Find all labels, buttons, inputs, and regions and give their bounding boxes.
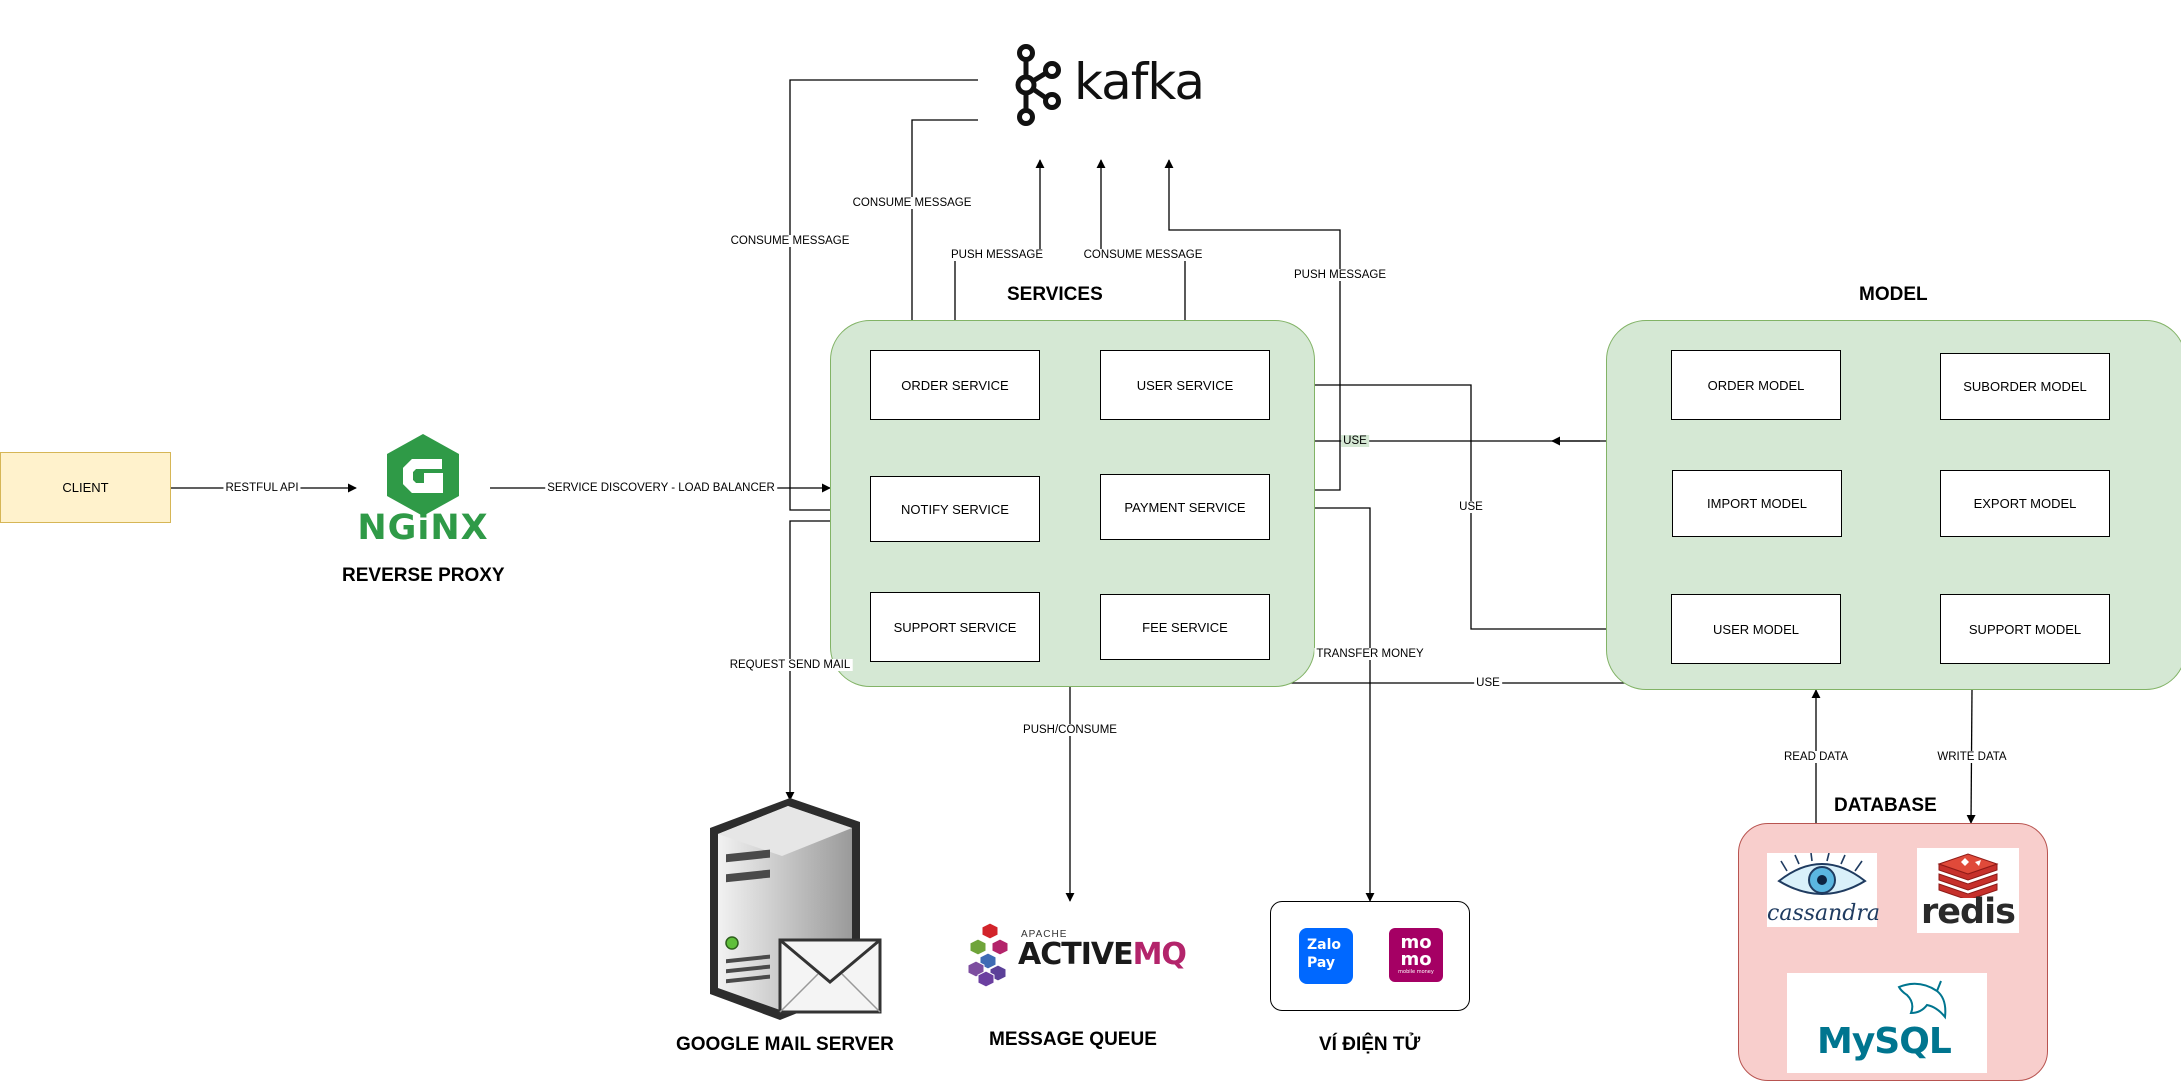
- payment-service-label: PAYMENT SERVICE: [1124, 499, 1246, 515]
- payment-service-box[interactable]: PAYMENT SERVICE: [1100, 474, 1270, 540]
- edge-label-restful-api: RESTFUL API: [223, 482, 301, 494]
- activemq-apache-text: APACHE: [1021, 929, 1068, 940]
- mail-server-icon: [710, 798, 882, 1020]
- message-queue-title: MESSAGE QUEUE: [989, 1029, 1157, 1050]
- mysql-wordmark: MySQL: [1817, 1021, 1952, 1062]
- e-wallet-title: VÍ ĐIỆN TỬ: [1319, 1034, 1421, 1055]
- order-model-label: ORDER MODEL: [1707, 377, 1805, 393]
- edge-label-consume-message-outer: CONSUME MESSAGE: [728, 235, 852, 247]
- edge-kafka-order: [907, 119, 978, 352]
- fee-service-box[interactable]: FEE SERVICE: [1100, 594, 1270, 660]
- user-model-label: USER MODEL: [1713, 621, 1799, 637]
- support-service-label: SUPPORT SERVICE: [893, 619, 1017, 635]
- reverse-proxy-title: REVERSE PROXY: [342, 565, 505, 586]
- kafka-wordmark: kafka: [1074, 53, 1205, 111]
- import-model-box[interactable]: IMPORT MODEL: [1672, 470, 1842, 537]
- client-node[interactable]: CLIENT: [0, 452, 171, 523]
- activemq-accent-text: MQ: [1132, 937, 1187, 972]
- user-service-label: USER SERVICE: [1136, 377, 1234, 393]
- model-title: MODEL: [1859, 284, 1928, 305]
- mail-server-title: GOOGLE MAIL SERVER: [676, 1034, 894, 1055]
- user-service-box[interactable]: USER SERVICE: [1100, 350, 1270, 420]
- cassandra-logo: cassandra: [1767, 852, 1881, 927]
- fee-service-label: FEE SERVICE: [1142, 619, 1228, 635]
- edge-label-read-data: READ DATA: [1781, 751, 1851, 763]
- user-model-box[interactable]: USER MODEL: [1671, 594, 1841, 664]
- support-service-box[interactable]: SUPPORT SERVICE: [870, 592, 1040, 662]
- activemq-main-text: ACTIVE: [1018, 937, 1134, 972]
- momo-logo: mo mo mobile money: [1389, 928, 1443, 982]
- edge-label-request-send-mail: REQUEST SEND MAIL: [727, 659, 853, 671]
- momo-tagline: mobile money: [1398, 969, 1434, 975]
- edge-label-push-message-order: PUSH MESSAGE: [948, 249, 1046, 261]
- momo-line1: mo: [1400, 932, 1432, 953]
- nginx-logo: NGiNX: [352, 430, 494, 548]
- edge-label-service-discovery: SERVICE DISCOVERY - LOAD BALANCER: [545, 482, 777, 494]
- edge-label-transfer-money: TRANSFER MONEY: [1314, 648, 1426, 660]
- mysql-dolphin-icon: [1897, 980, 1947, 1020]
- client-label: CLIENT: [62, 480, 109, 495]
- kafka-icon: [1015, 44, 1061, 126]
- redis-cube-icon: [1937, 853, 1999, 901]
- activemq-logo: APACHE ACTIVEMQ: [968, 921, 1187, 987]
- activemq-wordmark: ACTIVEMQ: [1018, 937, 1187, 972]
- redis-wordmark: redis: [1921, 892, 2016, 932]
- export-model-box[interactable]: EXPORT MODEL: [1940, 470, 2110, 537]
- notify-service-box[interactable]: NOTIFY SERVICE: [870, 476, 1040, 542]
- export-model-label: EXPORT MODEL: [1973, 496, 2077, 511]
- kafka-logo: kafka: [1008, 43, 1205, 128]
- momo-line2: mo: [1400, 949, 1432, 970]
- mysql-wordmark-text: MySQL: [1817, 1021, 1952, 1062]
- import-model-label: IMPORT MODEL: [1707, 496, 1807, 511]
- mysql-logo: MySQL: [1787, 973, 1987, 1073]
- edge-label-use-bottom: USE: [1474, 677, 1502, 689]
- edge-label-use-top: USE: [1341, 435, 1369, 447]
- cassandra-eye-icon: [1777, 852, 1867, 895]
- support-model-label: SUPPORT MODEL: [1968, 621, 2082, 637]
- e-wallet-box[interactable]: Zalo Pay mo mo mobile money: [1270, 901, 1470, 1011]
- redis-logo: redis: [1917, 848, 2019, 933]
- edge-label-consume-message-order: CONSUME MESSAGE: [850, 197, 974, 209]
- database-title: DATABASE: [1834, 795, 1937, 816]
- mail-server-illustration: [690, 798, 890, 1023]
- order-service-label: ORDER SERVICE: [901, 377, 1009, 393]
- edge-label-write-data: WRITE DATA: [1935, 751, 2009, 763]
- zalopay-logo: Zalo Pay: [1299, 928, 1353, 984]
- edge-label-push-message-payment: PUSH MESSAGE: [1291, 269, 1389, 281]
- order-model-box[interactable]: ORDER MODEL: [1671, 350, 1841, 420]
- zalopay-line2: Pay: [1307, 955, 1336, 971]
- notify-service-label: NOTIFY SERVICE: [901, 501, 1009, 517]
- zalopay-line1: Zalo: [1307, 937, 1342, 953]
- cassandra-wordmark: cassandra: [1767, 901, 1881, 926]
- support-model-box[interactable]: SUPPORT MODEL: [1940, 594, 2110, 664]
- nginx-wordmark: NGiNX: [357, 508, 489, 548]
- suborder-model-label: SUBORDER MODEL: [1963, 379, 2087, 394]
- edge-label-consume-message-user: CONSUME MESSAGE: [1081, 249, 1205, 261]
- edge-label-push-consume: PUSH/CONSUME: [1021, 724, 1119, 736]
- edge-payment-kafka: [1164, 159, 1341, 491]
- suborder-model-box[interactable]: SUBORDER MODEL: [1940, 353, 2110, 420]
- edge-label-use-right: USE: [1457, 501, 1485, 513]
- nginx-icon: [387, 434, 459, 516]
- activemq-hexagon-icon: [968, 922, 1009, 987]
- services-title: SERVICES: [1007, 284, 1103, 305]
- order-service-box[interactable]: ORDER SERVICE: [870, 350, 1040, 420]
